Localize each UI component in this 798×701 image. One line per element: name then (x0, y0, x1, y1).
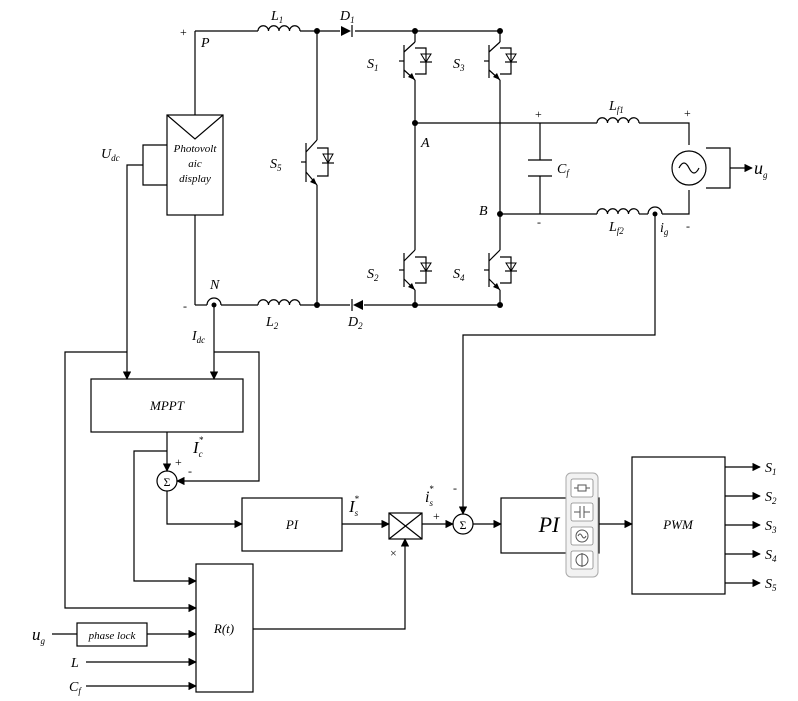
ac-output-wiring (415, 122, 690, 215)
pv-text-1: Photovolt (173, 143, 218, 155)
mppt-block (90, 378, 244, 433)
pv-text-2: aic (188, 158, 202, 170)
inductor-l1 (257, 25, 301, 32)
inductor-lf1 (596, 117, 640, 124)
inductor-l2 (257, 299, 301, 306)
igbt-s1 (399, 41, 432, 81)
pi2-label: PI (538, 512, 561, 537)
label-lf2: Lf2 (608, 220, 624, 236)
label-d1: D1 (339, 9, 355, 25)
node-b: B (479, 204, 488, 219)
label-cf-input: Cf (69, 680, 82, 696)
sum1-symbol: Σ (164, 475, 171, 489)
label-d2: D2 (347, 315, 363, 331)
phase-lock-label: phase lock (88, 630, 137, 642)
pwm-out-s4: S4 (765, 548, 777, 564)
sign-plus-cf: + (535, 107, 542, 121)
label-ig: ig (660, 221, 669, 237)
rt-block (195, 563, 254, 693)
node-p: P (200, 36, 210, 51)
igbt-s3 (484, 41, 517, 81)
sum2-symbol: Σ (460, 518, 467, 532)
label-idc: Idc (191, 329, 205, 345)
junction-dots (211, 28, 658, 308)
pwm-out-s3: S3 (765, 519, 777, 535)
ac-source-tool-icon[interactable] (570, 526, 594, 546)
control-wires (52, 164, 761, 691)
pwm-out-s2: S2 (765, 490, 777, 506)
igbt-s5 (301, 139, 334, 186)
sign-minus-cf: - (537, 215, 541, 229)
bottom-rail (194, 215, 500, 306)
node-a: A (420, 136, 430, 151)
label-cf: Cf (557, 162, 570, 178)
capacitor-tool-icon[interactable] (570, 502, 594, 522)
label-is-star: is* (425, 484, 434, 508)
label-l-input: L (70, 656, 79, 671)
label-s4: S4 (453, 267, 465, 283)
label-ug-output: ug (754, 158, 768, 180)
top-rail (194, 30, 500, 115)
sum2-minus: - (453, 481, 457, 495)
label-ic-star: Ic* (192, 435, 204, 459)
pwm-block (631, 456, 726, 595)
sum1-minus: - (188, 464, 192, 478)
pi1-label: PI (285, 517, 299, 532)
labels: L1 D1 L2 D2 S1 S3 S2 S4 S5 Lf1 Lf2 Cf Ud… (32, 9, 777, 696)
pwm-label: PWM (662, 517, 694, 532)
pv-text-3: display (179, 173, 211, 185)
diode-d2 (351, 299, 363, 311)
rt-label: R(t) (213, 621, 234, 636)
diode-d1 (341, 25, 353, 37)
udc-bracket (142, 144, 167, 186)
sum2-plus: + (433, 509, 440, 523)
node-n: N (209, 278, 220, 293)
label-Is-star: Is* (348, 494, 359, 518)
pv-panel (166, 114, 224, 216)
label-s5: S5 (270, 157, 282, 173)
resistor-tool-icon[interactable] (570, 478, 594, 498)
label-s3: S3 (453, 57, 465, 73)
sign-minus-grid: - (686, 219, 690, 233)
label-s1: S1 (367, 57, 379, 73)
current-sensor-n (206, 297, 222, 306)
mppt-label: MPPT (149, 398, 185, 413)
pwm-out-s5: S5 (765, 577, 777, 593)
igbt-s2 (399, 249, 432, 291)
grid-source (671, 147, 753, 189)
multiplier-times: × (390, 546, 397, 560)
capacitor-cf (528, 159, 552, 177)
sum1-plus: + (175, 455, 182, 469)
dc-source-tool-icon[interactable] (570, 550, 594, 570)
pi1-block (241, 497, 343, 552)
current-sensor-ig (647, 206, 663, 215)
label-s2: S2 (367, 267, 379, 283)
sign-plus-p: + (180, 25, 187, 39)
igbt-s4 (484, 249, 517, 291)
label-ug-input: ug (32, 625, 46, 646)
inductor-lf2 (596, 208, 640, 215)
label-l1: L1 (270, 9, 283, 25)
floating-toolbar[interactable] (565, 472, 599, 578)
label-l2: L2 (265, 315, 279, 331)
sign-plus-grid: + (684, 106, 691, 120)
label-lf1: Lf1 (608, 99, 624, 115)
multiplier-block (388, 512, 423, 540)
sign-minus-n: - (183, 299, 187, 313)
pwm-out-s1: S1 (765, 461, 777, 477)
label-udc: Udc (101, 147, 120, 163)
